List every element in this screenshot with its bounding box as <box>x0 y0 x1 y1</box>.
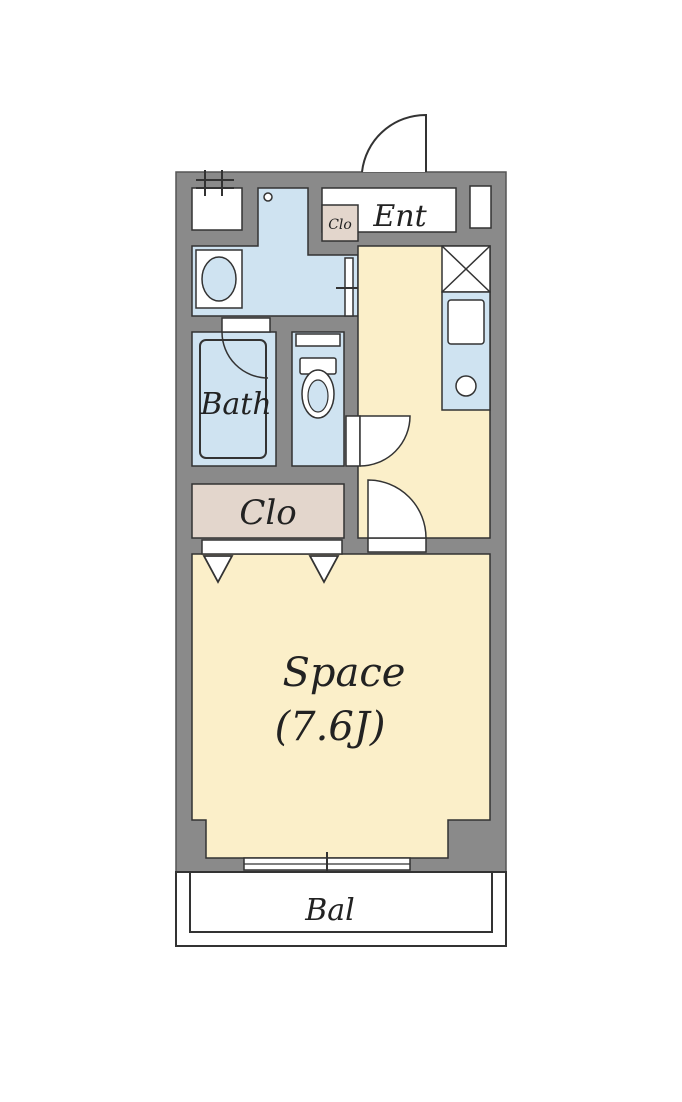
living-space <box>191 553 491 859</box>
space-label: Space <box>283 650 406 696</box>
closet <box>191 483 345 539</box>
entrance-closet-label: Clo <box>328 217 352 233</box>
bathtub <box>199 339 267 459</box>
space-size-label: (7.6J) <box>275 704 386 750</box>
entrance-door[interactable] <box>361 113 427 173</box>
bath-door[interactable] <box>221 317 271 379</box>
balcony-window[interactable] <box>243 852 411 876</box>
entrance-closet <box>321 204 359 242</box>
closet-door-markers <box>201 539 343 584</box>
kitchen-counter <box>441 291 491 411</box>
toilet-shelf <box>295 333 341 347</box>
sink-icon <box>447 299 485 345</box>
entrance-label: Ent <box>372 199 427 234</box>
balcony <box>175 871 507 947</box>
stove-icon <box>455 375 477 397</box>
bath-label: Bath <box>199 387 271 422</box>
pipe-space <box>191 170 243 231</box>
drain-icon <box>263 192 273 202</box>
toilet-icon <box>299 357 337 419</box>
shoe-cabinet <box>469 185 492 229</box>
washing-machine-icon <box>195 249 243 309</box>
toilet-door[interactable] <box>345 415 411 467</box>
closet-label: Clo <box>239 493 296 533</box>
room-door[interactable] <box>367 479 427 553</box>
balcony-label: Bal <box>304 893 355 928</box>
refrigerator-space <box>441 245 491 293</box>
